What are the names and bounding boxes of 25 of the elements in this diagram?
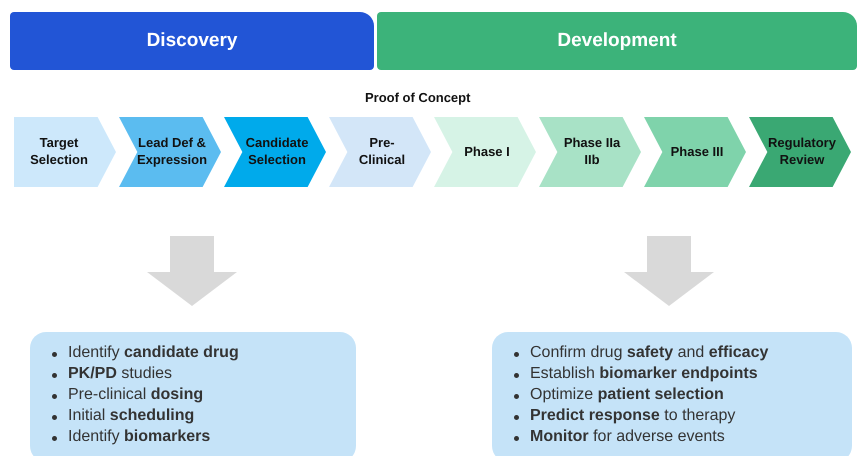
info-card xyxy=(492,332,852,456)
bullet-item: Identify candidate drug xyxy=(68,344,239,361)
process-step: Candidate Selection xyxy=(224,117,326,187)
phase-banner: Development xyxy=(377,12,857,70)
bullet-item: Pre-clinical dosing xyxy=(68,386,204,403)
section-label: Proof of Concept xyxy=(365,90,470,105)
bullet-item: Optimize patient selection xyxy=(530,386,724,403)
bullet-item: Identify biomarkers xyxy=(68,428,210,445)
bullet-item: Confirm drug safety and efficacy xyxy=(530,344,768,361)
down-arrow xyxy=(147,236,237,306)
bullet-item: Initial scheduling xyxy=(68,407,194,424)
bullet-item: Predict response to therapy xyxy=(530,407,736,424)
down-arrow xyxy=(624,236,714,306)
process-step: Phase I xyxy=(434,117,536,187)
bullet-item: PK/PD studies xyxy=(68,365,172,382)
process-step: Regulatory Review xyxy=(749,117,851,187)
phase-banner: Discovery xyxy=(10,12,374,70)
process-step: Phase IIa IIb xyxy=(539,117,641,187)
bullet-item: Establish biomarker endpoints xyxy=(530,365,758,382)
bullet-item: Monitor for adverse events xyxy=(530,428,725,445)
process-step: Target Selection xyxy=(14,117,116,187)
info-card xyxy=(30,332,356,456)
process-step: Phase III xyxy=(644,117,746,187)
process-step: Pre-Clinical xyxy=(329,117,431,187)
process-step: Lead Def & Expression xyxy=(119,117,221,187)
